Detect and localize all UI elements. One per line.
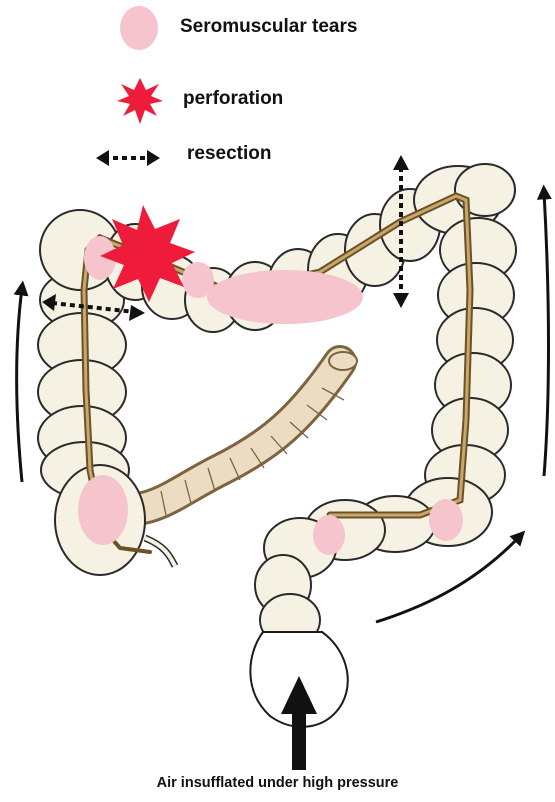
tear-cecum bbox=[78, 475, 128, 545]
flow-arrow-right bbox=[544, 192, 549, 476]
tear-sigmoid-right bbox=[429, 499, 463, 541]
tear-transverse-large bbox=[207, 270, 363, 324]
tear-legend-icon bbox=[120, 6, 158, 50]
legend-resection-label: resection bbox=[187, 143, 271, 165]
colon bbox=[38, 164, 516, 646]
tear-sigmoid-left bbox=[313, 515, 345, 555]
figure-caption: Air insufflated under high pressure bbox=[0, 775, 555, 791]
legend-perforation-label: perforation bbox=[183, 88, 283, 110]
resection-legend-icon bbox=[96, 150, 160, 166]
flow-arrow-left bbox=[17, 288, 22, 482]
legend-tears-label: Seromuscular tears bbox=[180, 16, 357, 38]
perforation-legend-icon bbox=[117, 78, 163, 124]
